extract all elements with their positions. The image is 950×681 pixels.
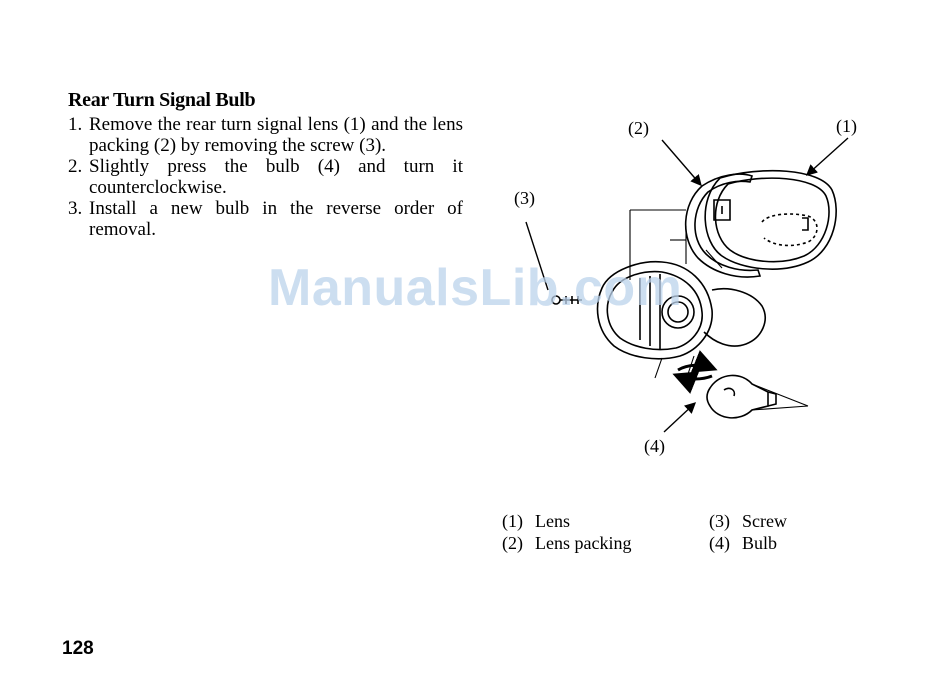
callout-3: (3)	[514, 188, 535, 208]
legend-label: Lens	[535, 511, 570, 531]
legend-item: (1) Lens	[502, 510, 570, 532]
lens-packing-drawing	[684, 173, 762, 278]
legend-label: Screw	[742, 511, 787, 531]
assembly-lines	[629, 209, 809, 411]
page-number: 128	[62, 638, 94, 659]
step-text: Remove the rear turn signal lens (1) and…	[89, 114, 463, 156]
turn-signal-drawing	[525, 137, 849, 433]
callout-2: (2)	[628, 118, 649, 138]
legend-label: Lens packing	[535, 533, 632, 553]
legend-item: (4) Bulb	[709, 532, 777, 554]
turn-signal-diagram: (2) (1) (3) (4)	[490, 110, 870, 470]
housing-drawing	[596, 260, 766, 360]
step-item: 2. Slightly press the bulb (4) and turn …	[68, 156, 463, 198]
watermark: ManualsLib.com	[268, 259, 683, 317]
legend-key: (4)	[709, 533, 730, 553]
step-list: 1. Remove the rear turn signal lens (1) …	[68, 114, 463, 240]
rotation-arrows	[672, 350, 718, 394]
callout-1: (1)	[836, 116, 857, 136]
step-item: 1. Remove the rear turn signal lens (1) …	[68, 114, 463, 156]
section-heading: Rear Turn Signal Bulb	[68, 89, 256, 111]
legend-label: Bulb	[742, 533, 778, 553]
step-text: Install a new bulb in the reverse order …	[89, 198, 463, 240]
instruction-section: Rear Turn Signal Bulb 1. Remove the rear…	[68, 88, 463, 240]
callout-leaders	[525, 137, 849, 433]
step-number: 3.	[68, 198, 83, 219]
legend-item: (2) Lens packing	[502, 532, 631, 554]
legend-item: (3) Screw	[709, 510, 787, 532]
step-text: Slightly press the bulb (4) and turn it …	[89, 156, 463, 198]
lens-drawing	[704, 169, 837, 270]
step-number: 2.	[68, 156, 83, 177]
screw-drawing	[551, 295, 582, 305]
legend-key: (1)	[502, 511, 523, 531]
bulb-drawing	[706, 374, 777, 419]
legend-key: (3)	[709, 511, 730, 531]
callout-4: (4)	[644, 436, 665, 456]
legend-key: (2)	[502, 533, 523, 553]
step-item: 3. Install a new bulb in the reverse ord…	[68, 198, 463, 240]
step-number: 1.	[68, 114, 83, 135]
